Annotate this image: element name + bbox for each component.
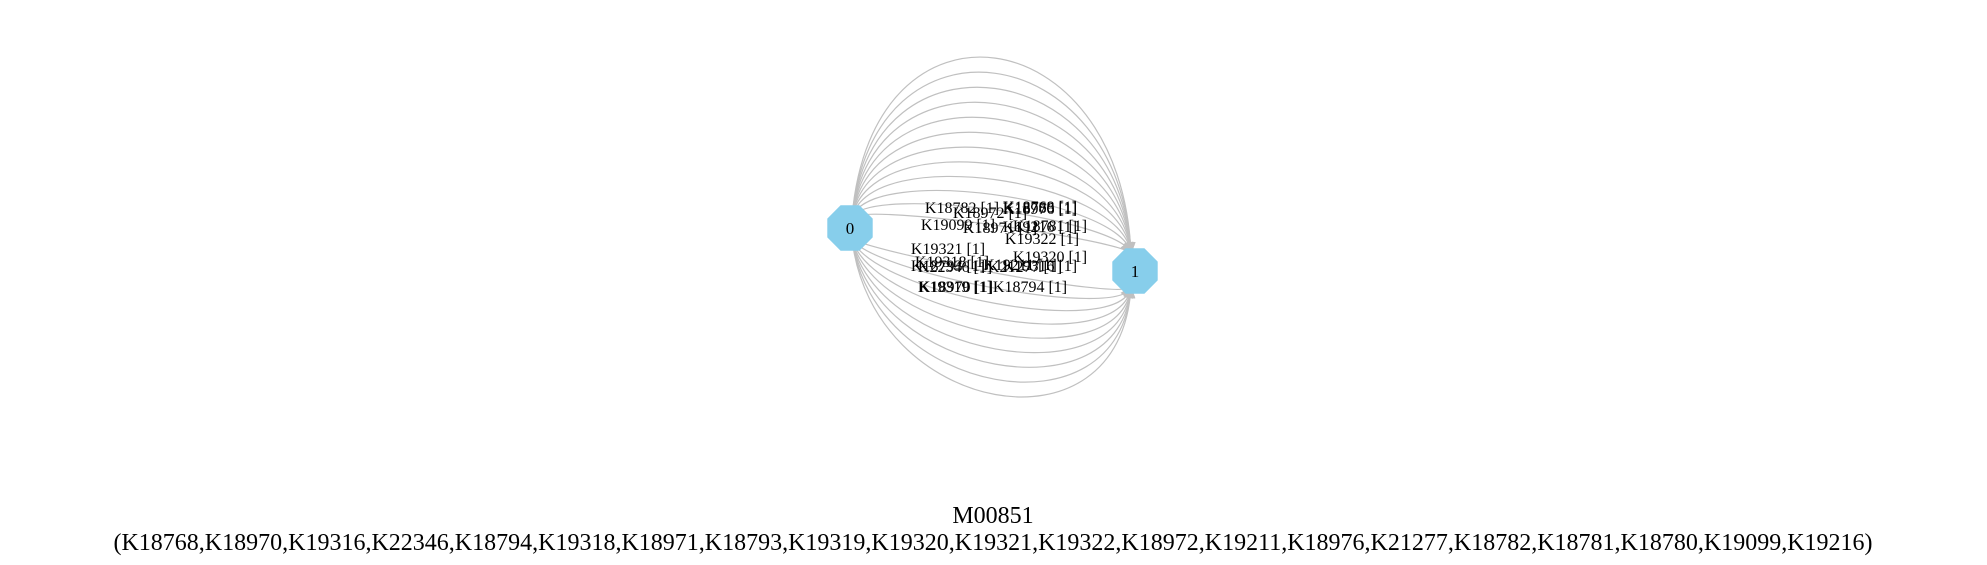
edge-group	[851, 56, 1136, 398]
edge-arc	[851, 238, 1135, 325]
edge-label: K18794 [1]	[993, 279, 1067, 296]
node-group: 01	[827, 205, 1158, 294]
edge-arc	[851, 238, 1135, 339]
edge-arc	[851, 101, 1136, 255]
edge-label: K19318 [1]	[915, 254, 989, 271]
edge-arc	[851, 238, 1136, 368]
edge-arc	[851, 86, 1136, 255]
edge-label: K18972 [1]	[953, 205, 1027, 222]
edge-label: K18970 [1]	[919, 279, 993, 296]
edge-arc	[851, 175, 1135, 255]
edge-arc	[851, 161, 1135, 255]
node-1	[1112, 248, 1158, 294]
edge-label: K19319 [1]	[918, 279, 992, 296]
edge-label: K18971 [1]	[963, 220, 1037, 237]
edge-label: K19099 [1]	[921, 217, 995, 234]
edge-label: K19321 [1]	[911, 241, 985, 258]
edge-arc	[851, 131, 1136, 255]
edge-arc	[851, 146, 1136, 255]
edge-arc	[851, 238, 1136, 354]
edge-arc	[851, 203, 1133, 255]
edge-arc	[851, 238, 1132, 299]
edge-arc	[851, 71, 1136, 255]
edge-arc	[851, 238, 1136, 398]
edge-label: K18793 [1]	[911, 258, 985, 275]
edge-label: K18976 [1]	[1003, 201, 1077, 218]
edge-arc	[851, 189, 1134, 255]
node-label-0: 0	[846, 219, 855, 238]
edge-label: K19211 [1]	[983, 257, 1057, 274]
edge-label: K22346 [1]	[918, 259, 992, 276]
edge-label-group: K18782 [1]K18768 [1]K18780 [1]K18976 [1]…	[911, 199, 1087, 296]
edge-arc	[851, 116, 1136, 255]
node-label-1: 1	[1131, 262, 1140, 281]
module-title: M00851	[952, 503, 1033, 529]
edge-label: K18782 [1]	[925, 200, 999, 217]
edge-arc	[851, 56, 1136, 255]
edge-arc	[851, 213, 1132, 255]
module-definition: (K18768,K18970,K19316,K22346,K18794,K193…	[113, 530, 1872, 556]
edge-label: K19216 [1]	[1003, 219, 1077, 236]
edge-label: K21277 [1]	[988, 259, 1062, 276]
edge-label: K19320 [1]	[1013, 249, 1087, 266]
edge-label: K18781 [1]	[1013, 218, 1087, 235]
edge-arc	[851, 238, 1134, 312]
edge-label: K18780 [1]	[1003, 200, 1077, 217]
edge-arc	[851, 238, 1133, 299]
edge-label: K18768 [1]	[1003, 199, 1077, 216]
node-0	[827, 205, 873, 251]
edge-label: K19322 [1]	[1005, 231, 1079, 248]
edge-arc	[851, 238, 1136, 383]
edge-label: K19316 [1]	[1003, 258, 1077, 275]
